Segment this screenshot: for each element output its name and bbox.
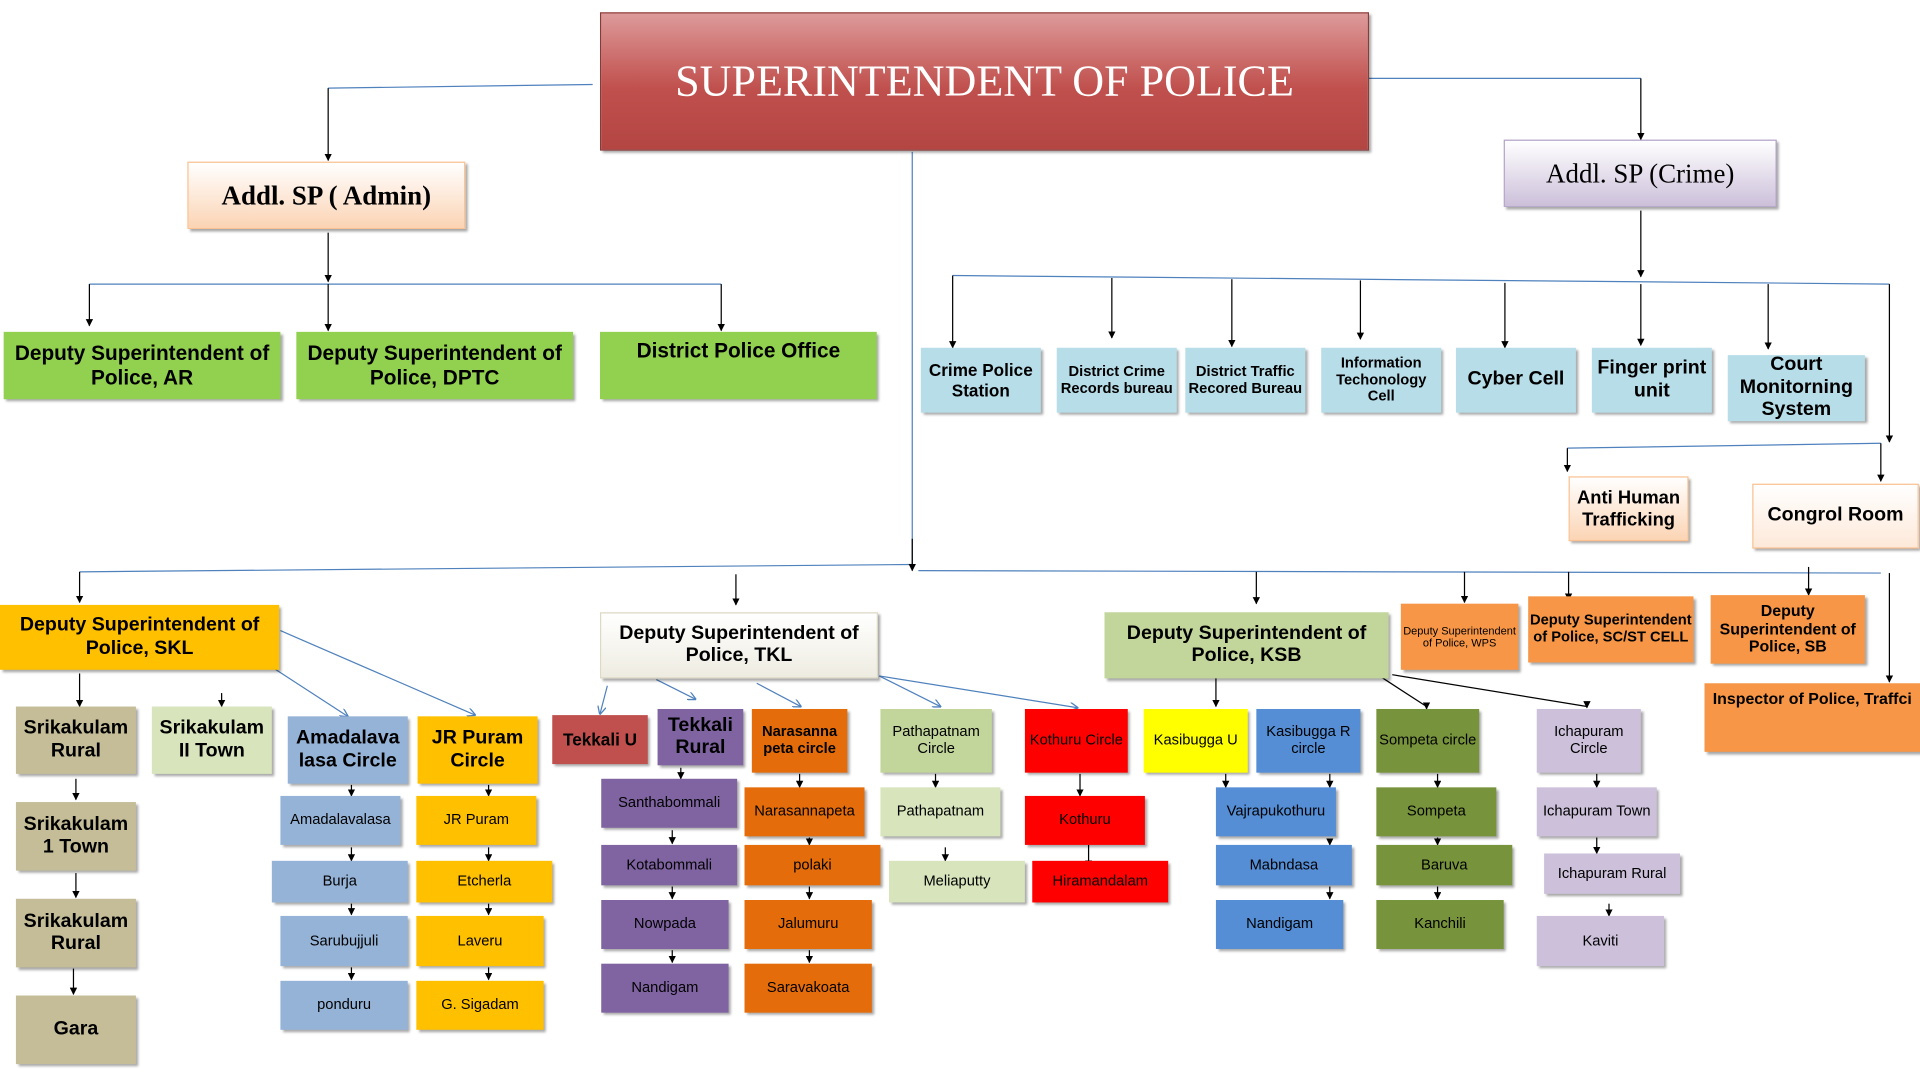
vajrapukothuru-box: Vajrapukothuru [1215, 787, 1336, 837]
g-sigadam-box: G. Sigadam [416, 980, 544, 1030]
jalumuru-box: Jalumuru [744, 900, 872, 949]
ichapuram-circle-box: Ichapuram Circle [1536, 708, 1641, 773]
dsp-tkl-box: Deputy Superintendent of Police, TKL [600, 612, 878, 679]
district-traffic-records-bureau-box: District Traffic Recored Bureau [1185, 347, 1306, 413]
polaki-box: polaki [744, 844, 881, 886]
dsp-sb-box: Deputy Superintendent of Police, SB [1710, 595, 1865, 664]
baruva-box: Baruva [1376, 844, 1513, 886]
dsp-dptc-box: Deputy Superintendent of Police, DPTC [296, 331, 574, 400]
finger-print-unit-box: Finger print unit [1591, 347, 1712, 413]
dsp-ksb-box: Deputy Superintendent of Police, KSB [1104, 612, 1389, 679]
court-monitoring-system-box: Court Monitorning System [1727, 354, 1865, 422]
crime-police-station-box: Crime Police Station [920, 347, 1041, 413]
superintendent-of-police-box: SUPERINTENDENT OF POLICE [600, 12, 1369, 151]
dsp-skl-box: Deputy Superintendent of Police, SKL [0, 604, 280, 670]
srikakulam-rural-2-box: Srikakulam Rural [15, 898, 136, 968]
kothuru-box: Kothuru [1024, 795, 1145, 845]
sarubujjuli-box: Sarubujjuli [280, 915, 408, 967]
tekkali-u-box: Tekkali U [552, 715, 648, 765]
srikakulam-ii-town-box: Srikakulam II Town [151, 706, 272, 774]
jr-puram-box: JR Puram [416, 795, 537, 845]
kanchili-box: Kanchili [1376, 900, 1504, 949]
nandigam-tkl-box: Nandigam [601, 963, 729, 1013]
burja-box: Burja [271, 860, 408, 903]
srikakulam-1-town-box: Srikakulam 1 Town [15, 802, 136, 871]
kasibugga-r-circle-box: Kasibugga R circle [1256, 708, 1361, 773]
district-police-office-box: District Police Office [600, 331, 877, 400]
narasannapeta-circle-box: Narasanna peta circle [751, 708, 848, 773]
ponduru-box: ponduru [280, 980, 408, 1030]
addl-sp-admin-box: Addl. SP ( Admin) [187, 161, 466, 229]
anti-human-trafficking-box: Anti Human Trafficking [1568, 476, 1689, 542]
hiramandalam-box: Hiramandalam [1032, 860, 1169, 903]
etcherla-box: Etcherla [416, 860, 553, 903]
tekkali-rural-box: Tekkali Rural [657, 708, 744, 766]
narasannapeta-box: Narasannapeta [744, 787, 865, 837]
gara-box: Gara [15, 995, 136, 1065]
amadalavalasa-box: Amadalavalasa [280, 795, 401, 845]
ichapuram-town-box: Ichapuram Town [1536, 787, 1657, 837]
sompeta-box: Sompeta [1376, 787, 1497, 837]
dsp-wps-box: Deputy Superintendent of Police, WPS [1400, 603, 1519, 670]
amadalavalasa-circle-box: Amadalava lasa Circle [287, 716, 408, 784]
pathapatnam-circle-box: Pathapatnam Circle [880, 708, 992, 773]
control-room-box: Congrol Room [1752, 483, 1919, 549]
meliaputty-box: Meliaputty [888, 860, 1025, 903]
inspector-traffic-box: Inspector of Police, Traffci [1704, 683, 1920, 752]
saravakoata-box: Saravakoata [744, 963, 872, 1013]
ichapuram-rural-box: Ichapuram Rural [1544, 853, 1681, 894]
kaviti-box: Kaviti [1536, 915, 1665, 967]
pathapatnam-box: Pathapatnam [880, 787, 1001, 837]
mabndasa-box: Mabndasa [1215, 844, 1352, 886]
nowpada-box: Nowpada [601, 900, 729, 949]
kotabommali-box: Kotabommali [601, 844, 738, 886]
sompeta-circle-box: Sompeta circle [1376, 708, 1480, 773]
kasibugga-u-box: Kasibugga U [1143, 708, 1248, 773]
santhabommali-box: Santhabommali [601, 778, 738, 828]
dsp-ar-box: Deputy Superintendent of Police, AR [3, 331, 281, 400]
dsp-scst-cell-box: Deputy Superintendent of Police, SC/ST C… [1528, 596, 1694, 663]
information-technology-cell-box: Information Techonology Cell [1321, 347, 1442, 413]
nandigam-ksb-box: Nandigam [1215, 900, 1344, 949]
district-crime-records-bureau-box: District Crime Records bureau [1056, 347, 1177, 413]
addl-sp-crime-box: Addl. SP (Crime) [1503, 139, 1777, 207]
laveru-box: Laveru [416, 915, 544, 967]
kothuru-circle-box: Kothuru Circle [1024, 708, 1128, 773]
jr-puram-circle-box: JR Puram Circle [417, 716, 538, 784]
cyber-cell-box: Cyber Cell [1455, 347, 1576, 413]
srikakulam-rural-box: Srikakulam Rural [15, 706, 136, 774]
